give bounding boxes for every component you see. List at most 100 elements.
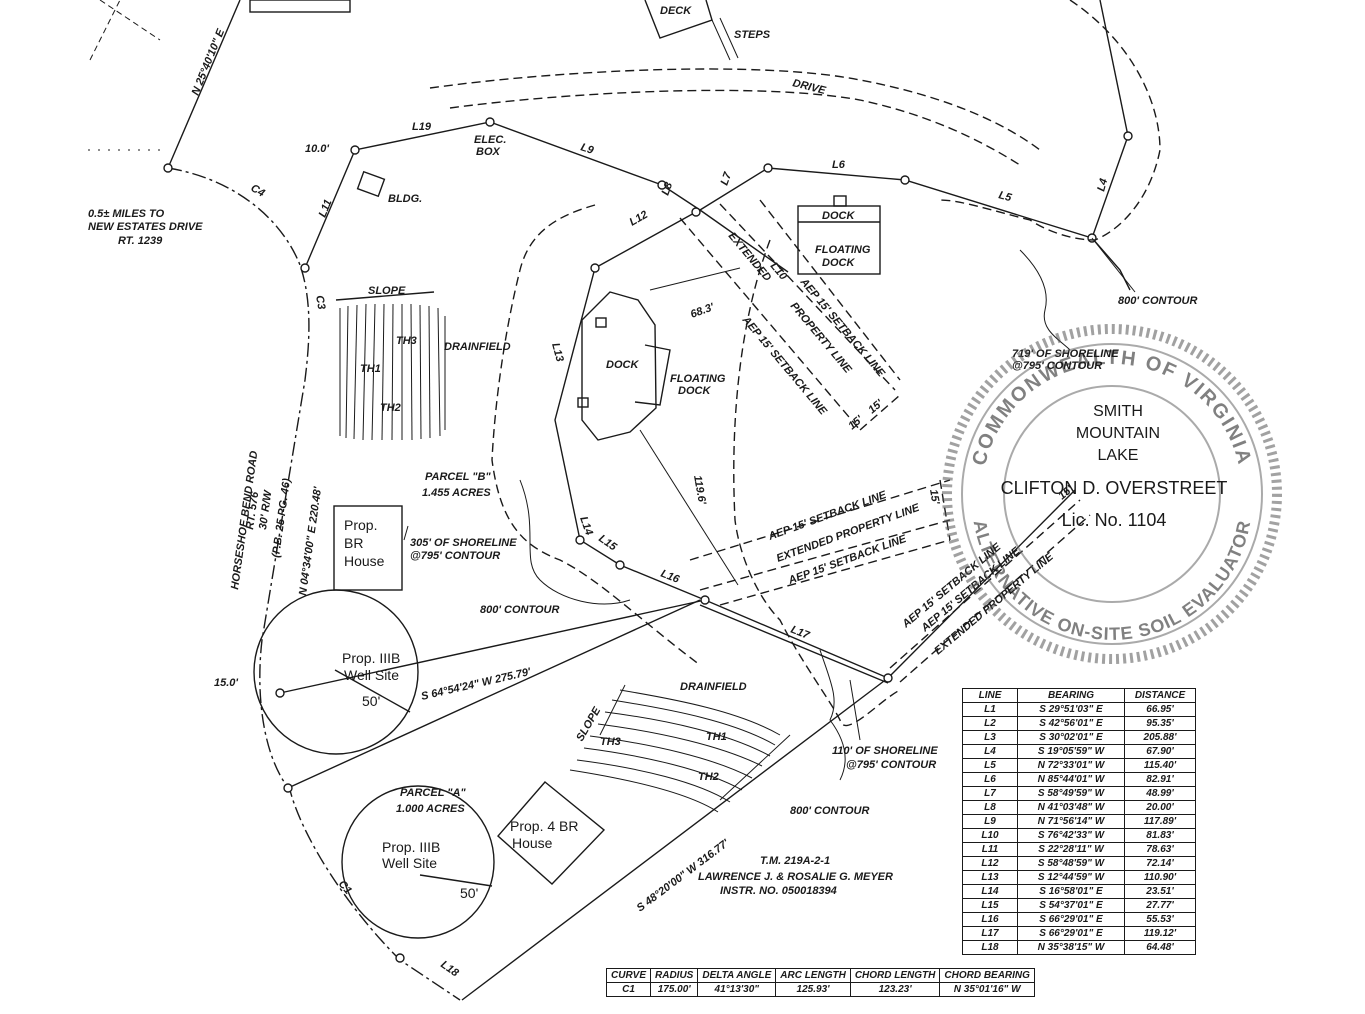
line-table-row-cell: L2 xyxy=(962,716,1018,731)
contour-800-mid-label: 800' CONTOUR xyxy=(480,604,559,616)
line-table-row-cell: S 12°44'59" W xyxy=(1017,870,1125,885)
line-table-header: DISTANCE xyxy=(1124,688,1196,703)
line-table-row-cell: S 19°05'59" W xyxy=(1017,744,1125,759)
line-table-row-cell: 48.99' xyxy=(1124,786,1196,801)
test-hole-th3b-label: TH3 xyxy=(600,736,621,748)
tax-map-label-1: T.M. 219A-2-1 xyxy=(760,855,830,867)
line-table-row-cell: 72.14' xyxy=(1124,856,1196,871)
line-table-row-cell: 115.40' xyxy=(1124,758,1196,773)
line-l16-label: L16 xyxy=(659,568,682,587)
line-table-row-cell: S 16°58'01" E xyxy=(1017,884,1125,899)
floating-dock-middle-label-2: DOCK xyxy=(678,385,711,397)
line-table-row-cell: S 22°28'11" W xyxy=(1017,842,1125,857)
elec-box-label-2: BOX xyxy=(476,146,501,158)
proposed-br-house-label-1: Prop. xyxy=(344,517,377,533)
line-table-header: BEARING xyxy=(1017,688,1125,703)
deck-label: DECK xyxy=(660,5,692,17)
line-table-row-cell: S 76°42'33" W xyxy=(1017,828,1125,843)
well-site-upper-label-2: Well Site xyxy=(344,667,399,683)
line-table-row-cell: S 66°29'01" E xyxy=(1017,926,1125,941)
proposed-br-house-label-3: House xyxy=(344,553,385,569)
seal-license-number: Lic. No. 1104 xyxy=(1062,510,1167,530)
road-row-label: 30' R/W xyxy=(257,488,275,530)
line-table-row-cell: 117.89' xyxy=(1124,814,1196,829)
line-table-row-cell: 23.51' xyxy=(1124,884,1196,899)
parcel-b-label: PARCEL "B" xyxy=(425,471,491,483)
miles-note-1: 0.5± MILES TO xyxy=(88,208,165,220)
curve-table-row-cell: 41°13'30" xyxy=(697,982,777,997)
line-table-row-cell: 20.00' xyxy=(1124,800,1196,815)
road-route-label: RT. 576 xyxy=(244,490,261,530)
shoreline-719-label-2: @795' CONTOUR xyxy=(1012,360,1102,372)
curve-table-row-cell: 175.00' xyxy=(650,982,699,997)
curve-table-header: RADIUS xyxy=(650,968,699,983)
line-table-row-cell: L4 xyxy=(962,744,1018,759)
steps-label: STEPS xyxy=(734,29,771,41)
dock-middle xyxy=(577,267,741,586)
proposed-4br-house-outline xyxy=(497,781,606,885)
drive-label: DRIVE xyxy=(791,77,827,97)
line-table-row-cell: L16 xyxy=(962,912,1018,927)
line-l9-label: L9 xyxy=(579,141,596,157)
line-table-row-cell: 81.83' xyxy=(1124,828,1196,843)
line-table-row-cell: N 41°03'48" W xyxy=(1017,800,1125,815)
well-site-lower-label-1: Prop. IIIB xyxy=(382,839,440,855)
elec-box-label-1: ELEC. xyxy=(474,134,506,146)
curve-table-row-cell: 125.93' xyxy=(775,982,851,997)
dock-top-label: DOCK xyxy=(822,210,855,222)
line-table-header: LINE xyxy=(962,688,1018,703)
line-table-row-cell: S 58°49'59" W xyxy=(1017,786,1125,801)
parcel-a-acres-label: 1.000 ACRES xyxy=(396,803,465,815)
distance-15b-label: 15' xyxy=(866,397,885,416)
line-table-row-cell: S 42°56'01" E xyxy=(1017,716,1125,731)
line-table-row-cell: L8 xyxy=(962,800,1018,815)
curve-table: CURVE RADIUS DELTA ANGLE ARC LENGTH CHOR… xyxy=(605,968,1035,997)
line-table-row-cell: 55.53' xyxy=(1124,912,1196,927)
drive-lines xyxy=(429,68,1041,166)
line-l19-label: L19 xyxy=(412,121,432,133)
shoreline-305-label-2: @795' CONTOUR xyxy=(410,550,500,562)
line-l12-label: L12 xyxy=(628,209,650,229)
line-l18-label: L18 xyxy=(438,959,461,980)
floating-dock-middle-label-1: FLOATING xyxy=(670,373,726,385)
slope-label-1: SLOPE xyxy=(368,285,406,297)
line-table-row-cell: L14 xyxy=(962,884,1018,899)
line-table-row-cell: L1 xyxy=(962,702,1018,717)
proposed-br-house-label-2: BR xyxy=(344,535,363,551)
curve-table-header: CHORD LENGTH xyxy=(849,968,941,983)
line-l17-label: L17 xyxy=(789,624,812,643)
line-l8-label: L8 xyxy=(660,180,676,197)
dock-middle-label: DOCK xyxy=(606,359,639,371)
line-table-row-cell: 205.88' xyxy=(1124,730,1196,745)
drainfield-upper xyxy=(335,291,446,441)
tax-map-label-3: INSTR. NO. 050018394 xyxy=(720,885,837,897)
distance-15-left-label: 15.0' xyxy=(214,677,238,689)
well-site-upper-circle xyxy=(253,589,419,755)
test-hole-th2b-label: TH2 xyxy=(698,771,719,783)
contour-800-bottom-label: 800' CONTOUR xyxy=(790,805,869,817)
shoreline-110-label-2: @795' CONTOUR xyxy=(846,759,936,771)
line-table-row-cell: L9 xyxy=(962,814,1018,829)
curve-table-row-cell: C1 xyxy=(605,982,652,997)
seal-evaluator-name: CLIFTON D. OVERSTREET xyxy=(1001,478,1228,498)
line-table-row-cell: L11 xyxy=(962,842,1018,857)
line-table-row-cell: L7 xyxy=(962,786,1018,801)
curve-table-row-cell: 123.23' xyxy=(849,982,941,997)
line-table-row-cell: 27.77' xyxy=(1124,898,1196,913)
test-hole-th2-label: TH2 xyxy=(380,402,401,414)
miles-note-2: NEW ESTATES DRIVE xyxy=(88,221,203,233)
bldg-label: BLDG. xyxy=(388,193,422,205)
bearing-west-label: N 04°34'00" E 220.48' xyxy=(297,486,324,597)
floating-dock-top-label-2: DOCK xyxy=(822,257,855,269)
bldg-footprint xyxy=(356,170,386,198)
line-table-row-cell: N 71°56'14" W xyxy=(1017,814,1125,829)
well-site-upper-radius: 50' xyxy=(362,693,380,709)
